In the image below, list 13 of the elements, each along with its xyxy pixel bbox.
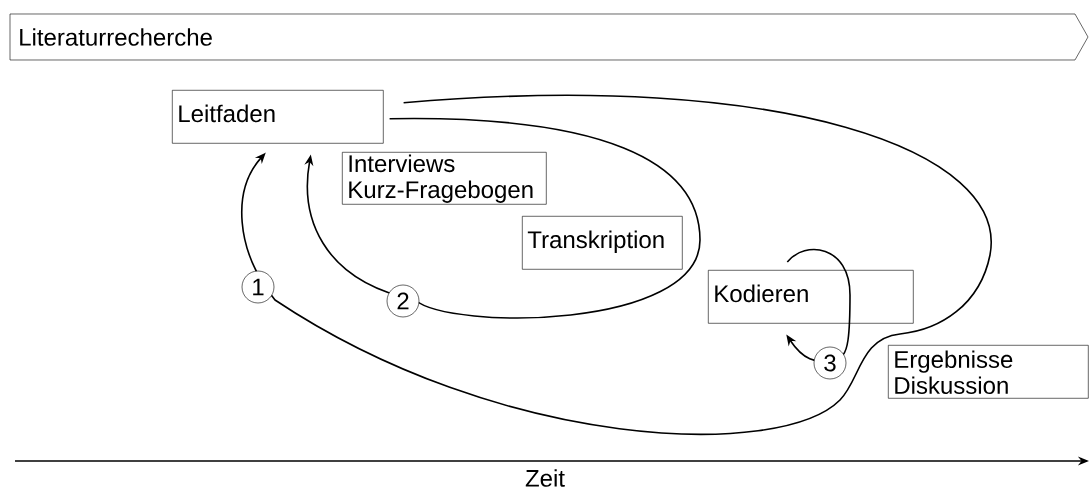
loop-arrow <box>241 94 991 435</box>
process-box: Leitfaden <box>172 90 384 144</box>
process-box: Interviews Kurz-Fragebogen <box>342 152 547 205</box>
arrow-band: Literaturrecherche <box>9 13 1089 61</box>
loop-arrow <box>786 248 851 362</box>
loop-arrow <box>304 118 701 319</box>
edge-label: 3 <box>813 346 847 380</box>
process-box: Transkription <box>522 216 683 270</box>
edge-label: 1 <box>241 270 275 304</box>
process-box: Ergebnisse Diskussion <box>888 345 1089 399</box>
axis-label: Zeit <box>525 469 565 487</box>
edge-label: 2 <box>386 284 420 318</box>
process-box: Kodieren <box>708 270 914 324</box>
